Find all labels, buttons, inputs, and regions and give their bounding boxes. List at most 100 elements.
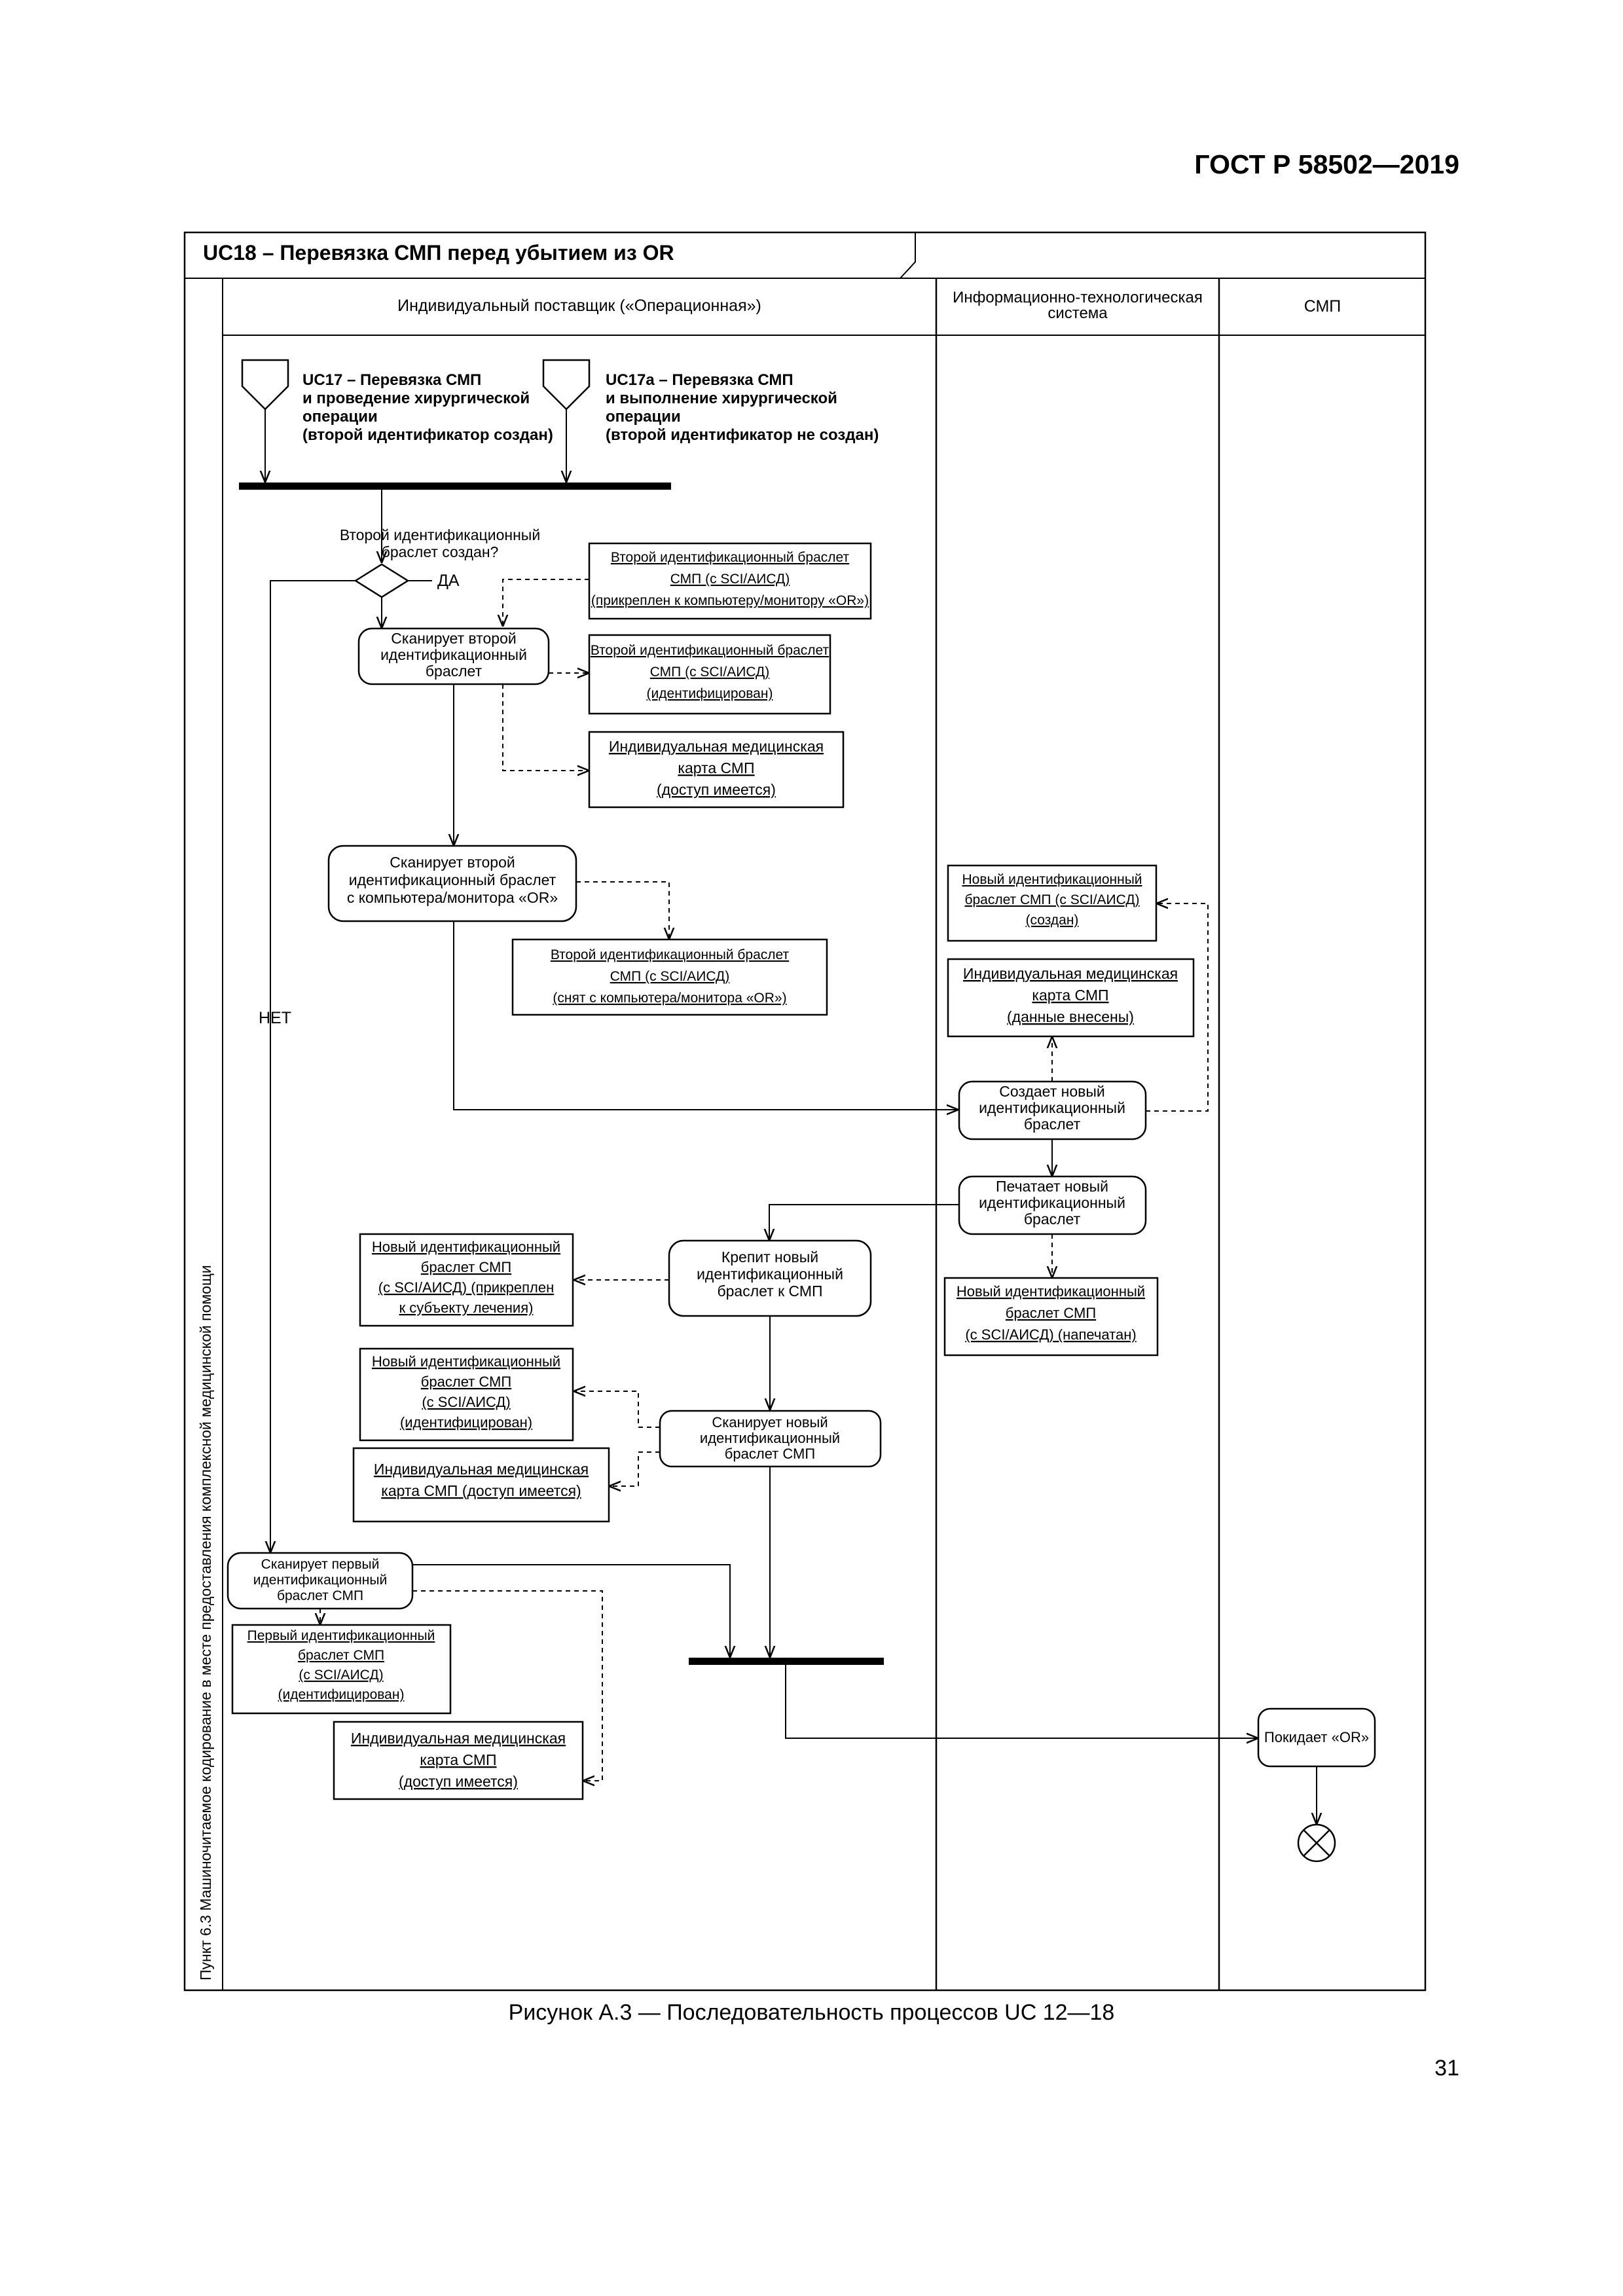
object-second-bracelet-removed	[511, 938, 828, 1016]
diagram-title: UC18 – Перевязка СМП перед убытием из OR	[203, 241, 674, 264]
text-line: и проведение хирургической	[302, 390, 530, 407]
text-line: браслет	[426, 663, 483, 680]
action-leaves-or-text: Покидает «OR»	[1264, 1729, 1369, 1745]
start-node-uc17	[241, 359, 289, 410]
text-line: СМП (с SCI/АИСД)	[650, 665, 770, 680]
text-line: карта СМП	[1032, 987, 1108, 1004]
decision-yes-label: ДА	[437, 572, 460, 590]
text-line: к субъекту лечения)	[399, 1300, 534, 1316]
text-line: Сканирует второй	[390, 854, 515, 871]
join-bar-top	[239, 483, 671, 490]
text-line: браслет СМП	[277, 1588, 363, 1603]
text-line: (создан)	[1026, 913, 1079, 928]
action-scan-new-text: Сканирует новыйидентификационныйбраслет …	[700, 1414, 840, 1462]
text-line: (доступ имеется)	[657, 781, 776, 798]
text-line: браслет СМП	[421, 1374, 511, 1390]
text-line: Печатает новый	[996, 1178, 1108, 1195]
text-line: идентификационный	[380, 646, 527, 663]
object-medical-record-access-2	[352, 1447, 610, 1523]
text-line: и выполнение хирургической	[606, 390, 837, 407]
object-o12-text: Индивидуальная медицинская карта СМП (дост…	[351, 1730, 566, 1790]
object-first-bracelet-identified	[231, 1624, 452, 1715]
object-new-bracelet-identified	[359, 1347, 574, 1442]
text-line: Новый идентификационный	[962, 872, 1142, 887]
text-line: Новый идентификационный	[372, 1353, 560, 1370]
text-line: (доступ имеется)	[399, 1773, 518, 1790]
text-line: идентификационный	[979, 1099, 1125, 1116]
text-line: карта СМП (доступ имеется)	[381, 1482, 581, 1499]
object-medical-record-entered	[947, 958, 1195, 1038]
text-line: Второй идентификационный браслет	[611, 550, 850, 565]
text-line: Информационно-технологическая	[953, 289, 1203, 306]
text-line: идентификационный	[700, 1430, 840, 1446]
text-line: браслет СМП	[1006, 1305, 1096, 1321]
diagram-frame	[183, 231, 1427, 1992]
final-node-icon	[1297, 1823, 1336, 1863]
text-line: Второй идентификационный браслет	[551, 947, 790, 962]
text-line: (второй идентификатор не создан)	[606, 426, 879, 444]
text-line: (идентифицирован)	[278, 1687, 405, 1702]
text-line: идентификационный	[253, 1573, 387, 1588]
text-line: UC17a – Перевязка СМП	[606, 371, 793, 389]
text-line: (с SCI/АИСД) (прикреплен	[378, 1279, 554, 1296]
object-o3-text: Индивидуальная медицинская карта СМП (дост…	[609, 738, 824, 798]
text-line: Индивидуальная медицинская	[963, 965, 1178, 982]
page-number: 31	[1434, 2056, 1459, 2081]
text-line: Сканирует первый	[261, 1557, 380, 1572]
text-line: карта СМП	[420, 1751, 496, 1768]
text-line: Сканирует новый	[712, 1414, 828, 1430]
lane-provider: Индивидуальный поставщик («Операционная»…	[397, 297, 761, 315]
text-line: Крепит новый	[721, 1248, 818, 1266]
object-second-bracelet-attached	[588, 542, 872, 620]
text-line: идентификационный	[697, 1266, 843, 1283]
text-line: карта СМП	[678, 759, 754, 776]
text-line: браслет СМП (с SCI/АИСД)	[964, 892, 1139, 907]
text-line: UC17 – Перевязка СМП	[302, 371, 481, 389]
join-bar-bottom	[689, 1658, 884, 1665]
object-new-bracelet-attached	[359, 1233, 574, 1327]
object-o6-text: Индивидуальная медицинская карта СМП (данн…	[963, 965, 1178, 1025]
start-node-uc17a	[542, 359, 591, 410]
action-scan-second-monitor	[327, 845, 577, 922]
text-line: Индивидуальная медицинская	[609, 738, 824, 755]
side-label: Пункт 6.3 Машиночитаемое кодирование в м…	[197, 1265, 214, 1980]
text-line: СМП (с SCI/АИСД)	[670, 572, 790, 587]
object-o5-text: Новый идентификационный браслет СМП (с SC…	[962, 872, 1142, 928]
object-medical-record-access-3	[333, 1721, 584, 1800]
text-line: Создает новый	[999, 1083, 1104, 1100]
text-line: идентификационный браслет	[349, 871, 556, 888]
text-line: (данные внесены)	[1007, 1008, 1134, 1025]
text-line: (снят с компьютера/монитора «OR»)	[553, 991, 786, 1006]
text-line: Сканирует второй	[391, 630, 516, 647]
text-line: браслет СМП	[725, 1446, 815, 1462]
text-line: браслет	[1024, 1211, 1081, 1228]
text-line: браслет создан?	[382, 543, 499, 560]
text-line: Индивидуальная медицинская	[374, 1461, 589, 1478]
text-line: Индивидуальная медицинская	[351, 1730, 566, 1747]
object-medical-record-access	[588, 731, 845, 809]
text-line: браслет к СМП	[717, 1283, 822, 1300]
text-line: Первый идентификационный	[247, 1628, 435, 1643]
text-line: браслет СМП	[421, 1259, 511, 1275]
text-line: (идентифицирован)	[400, 1414, 532, 1430]
text-line: СМП (с SCI/АИСД)	[610, 969, 730, 984]
text-line: операции	[606, 408, 681, 426]
text-line: Второй идентификационный браслет	[591, 643, 830, 658]
lane-smp: СМП	[1304, 297, 1341, 316]
text-line: (прикреплен к компьютеру/монитору «OR»)	[591, 593, 869, 608]
text-line: система	[1048, 304, 1108, 322]
object-o10-text: Индивидуальная медицинская карта СМП (дос…	[374, 1461, 589, 1499]
